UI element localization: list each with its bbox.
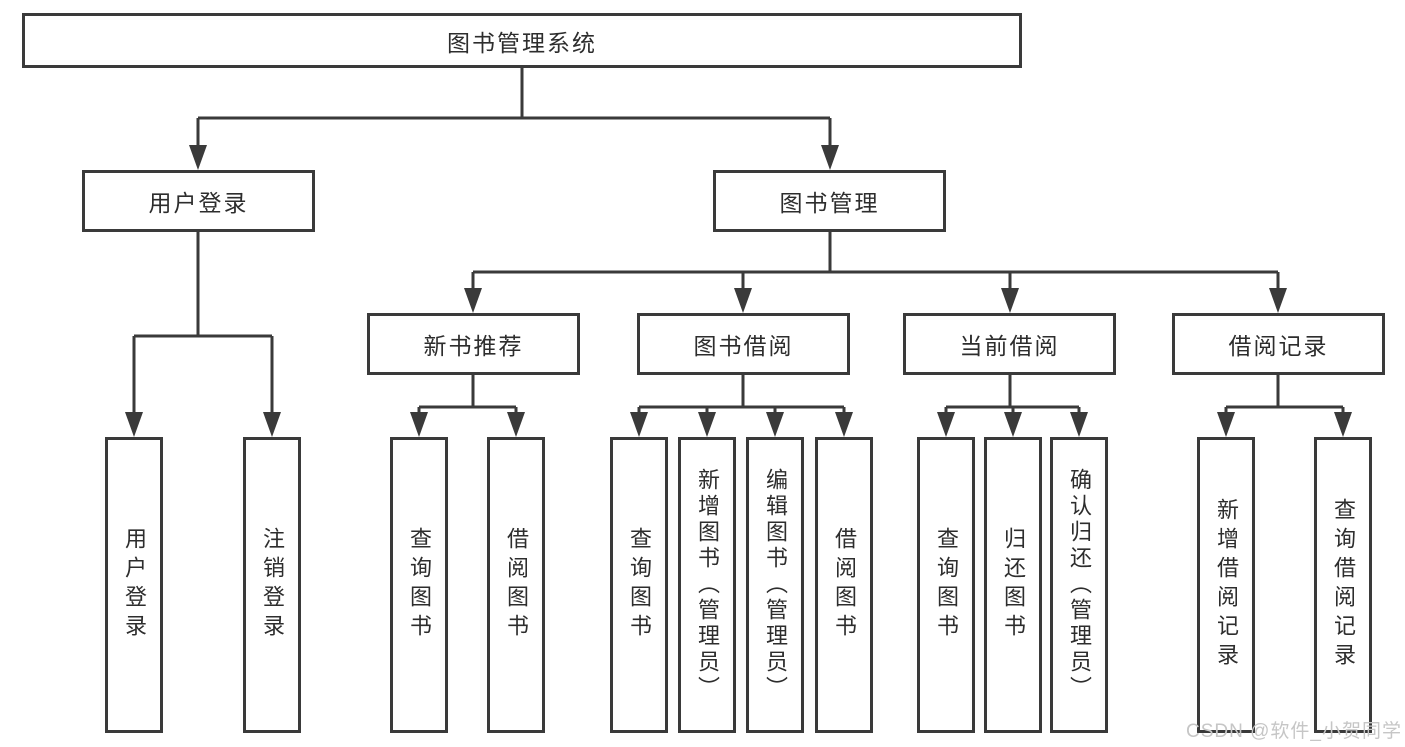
- node-new-book-recommend: 新书推荐: [367, 313, 580, 375]
- node-current-borrow-label: 当前借阅: [959, 333, 1060, 359]
- leaf-current-query-book-label: 查询图书: [934, 527, 959, 643]
- leaf-borrow-edit-book-admin-label: 编辑图书（管理员）: [763, 468, 788, 702]
- node-borrow-records-label: 借阅记录: [1228, 333, 1329, 359]
- node-user-login-group-label: 用户登录: [148, 190, 249, 216]
- node-book-borrow: 图书借阅: [637, 313, 850, 375]
- node-current-borrow: 当前借阅: [903, 313, 1116, 375]
- leaf-records-add-record: 新增借阅记录: [1197, 437, 1255, 733]
- leaf-user-logout-label: 注销登录: [260, 527, 285, 643]
- node-book-management-label: 图书管理: [779, 190, 880, 216]
- leaf-current-confirm-return-admin: 确认归还（管理员）: [1050, 437, 1108, 733]
- leaf-current-return-book-label: 归还图书: [1001, 527, 1026, 643]
- leaf-user-login: 用户登录: [105, 437, 163, 733]
- leaf-recommend-query-book-label: 查询图书: [407, 527, 432, 643]
- leaf-user-logout: 注销登录: [243, 437, 301, 733]
- leaf-borrow-query-book: 查询图书: [610, 437, 668, 733]
- csdn-watermark: CSDN @软件_小贺同学: [1186, 721, 1402, 742]
- leaf-current-confirm-return-admin-label: 确认归还（管理员）: [1067, 468, 1092, 702]
- leaf-current-return-book: 归还图书: [984, 437, 1042, 733]
- leaf-borrow-lend-book-label: 借阅图书: [832, 527, 857, 643]
- leaf-borrow-query-book-label: 查询图书: [627, 527, 652, 643]
- leaf-borrow-lend-book: 借阅图书: [815, 437, 873, 733]
- node-root: 图书管理系统: [22, 13, 1022, 68]
- leaf-user-login-label: 用户登录: [122, 527, 147, 643]
- node-book-management: 图书管理: [713, 170, 946, 232]
- leaf-records-query-record: 查询借阅记录: [1314, 437, 1372, 733]
- node-root-label: 图书管理系统: [447, 29, 597, 56]
- node-new-book-recommend-label: 新书推荐: [423, 333, 524, 359]
- leaf-recommend-query-book: 查询图书: [390, 437, 448, 733]
- leaf-current-query-book: 查询图书: [917, 437, 975, 733]
- leaf-recommend-borrow-book: 借阅图书: [487, 437, 545, 733]
- leaf-borrow-add-book-admin: 新增图书（管理员）: [678, 437, 736, 733]
- node-borrow-records: 借阅记录: [1172, 313, 1385, 375]
- leaf-records-add-record-label: 新增借阅记录: [1214, 498, 1239, 672]
- leaf-records-query-record-label: 查询借阅记录: [1331, 498, 1356, 672]
- node-book-borrow-label: 图书借阅: [693, 333, 794, 359]
- leaf-borrow-edit-book-admin: 编辑图书（管理员）: [746, 437, 804, 733]
- leaf-borrow-add-book-admin-label: 新增图书（管理员）: [695, 468, 720, 702]
- node-user-login-group: 用户登录: [82, 170, 315, 232]
- leaf-recommend-borrow-book-label: 借阅图书: [504, 527, 529, 643]
